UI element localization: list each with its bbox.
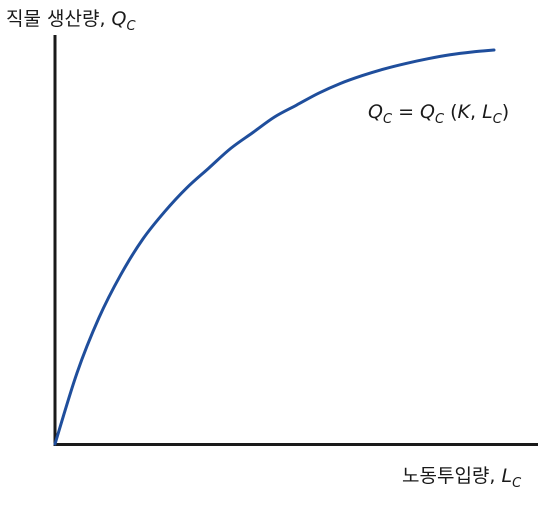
y-axis-label: 직물 생산량, QC xyxy=(6,8,137,34)
curve-annotation: QC = QC (K, LC) xyxy=(368,101,509,127)
production-curve-line xyxy=(53,48,496,446)
series-layer xyxy=(53,48,496,446)
x-axis-label: 노동투입량, LC xyxy=(402,465,522,491)
